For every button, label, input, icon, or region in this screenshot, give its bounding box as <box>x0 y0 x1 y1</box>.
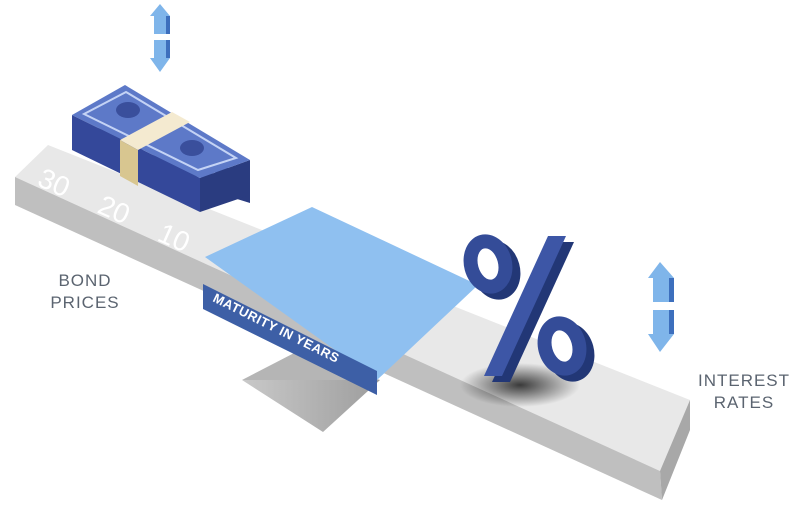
down-arrow-icon <box>648 310 674 352</box>
interest-rate-arrows <box>648 262 674 352</box>
down-arrow-icon <box>150 40 170 72</box>
interest-rates-label-line-1: INTEREST <box>697 371 791 390</box>
percent-sign-icon <box>463 234 595 382</box>
interest-rates-label: INTEREST RATES <box>688 370 800 414</box>
up-arrow-icon <box>150 4 170 34</box>
up-arrow-icon <box>648 262 674 302</box>
bond-prices-label: BOND PRICES <box>40 270 130 314</box>
interest-rates-label-line-2: RATES <box>713 393 775 412</box>
maturity-label-bar <box>203 284 377 395</box>
money-stack-icon <box>72 85 250 212</box>
bond-prices-label-line-2: PRICES <box>50 293 120 312</box>
bond-price-arrows <box>150 4 170 72</box>
bond-prices-label-line-1: BOND <box>58 271 112 290</box>
